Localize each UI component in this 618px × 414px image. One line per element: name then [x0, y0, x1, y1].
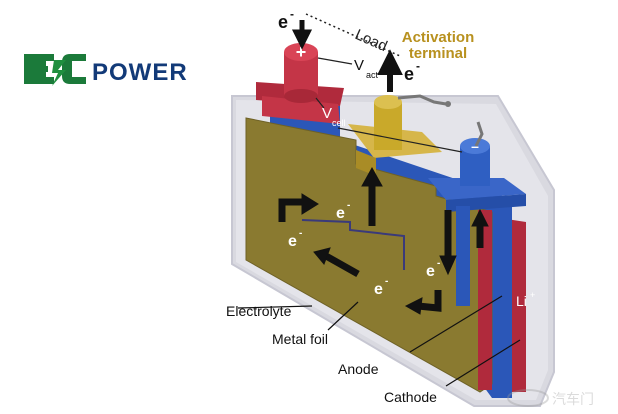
svg-text:terminal: terminal	[409, 45, 467, 62]
electron-label-c: e -	[426, 258, 440, 280]
plus-sign: +	[296, 42, 307, 62]
v-act-label: V act	[354, 57, 379, 80]
svg-text:Activation: Activation	[402, 29, 475, 46]
electron-label-d: e -	[374, 276, 388, 298]
svg-text:-: -	[290, 7, 294, 21]
svg-text:e: e	[336, 205, 345, 222]
cathode-leader	[445, 339, 521, 387]
cathode-label: Cathode	[384, 389, 437, 405]
internal-electron-arrows	[278, 166, 489, 315]
svg-text:e: e	[404, 64, 414, 84]
anode-leader	[409, 295, 503, 353]
svg-text:act: act	[366, 70, 379, 80]
watermark: 汽车门	[507, 389, 594, 407]
metal-foil-leader	[327, 301, 359, 331]
electron-label-b: e -	[288, 228, 302, 250]
svg-text:V: V	[354, 57, 364, 74]
ec-power-logo: POWER	[24, 54, 188, 86]
svg-text:+: +	[530, 290, 535, 300]
electron-out-arrow	[377, 49, 403, 92]
electrolyte-label: Electrolyte	[226, 303, 292, 319]
svg-text:-: -	[347, 200, 350, 211]
foil-tab-anode	[456, 206, 470, 306]
metal-foil-label: Metal foil	[272, 331, 328, 347]
svg-text:-: -	[416, 59, 420, 73]
logo-word: POWER	[92, 59, 188, 86]
electron-in-arrow	[291, 20, 313, 50]
v-cell-label: V cell	[322, 105, 346, 128]
minus-sign: –	[471, 138, 479, 154]
cathode-terminal: +	[256, 42, 344, 124]
svg-text:Li: Li	[516, 293, 527, 309]
electron-label-top-right: e -	[404, 59, 420, 84]
load-label: Load	[352, 26, 389, 55]
svg-text:e: e	[426, 263, 435, 280]
voltage-wires	[315, 57, 463, 153]
anode-label: Anode	[338, 361, 379, 377]
li-ion-label: Li +	[516, 290, 535, 309]
svg-text:-: -	[299, 228, 302, 239]
electrolyte-leader	[237, 305, 313, 309]
svg-text:汽车门: 汽车门	[552, 391, 594, 407]
internal-circuit	[301, 219, 405, 270]
svg-text:e: e	[288, 233, 297, 250]
foil-tab-cathode	[478, 210, 492, 390]
svg-text:cell: cell	[332, 118, 346, 128]
svg-text:e: e	[278, 12, 288, 32]
electron-label-top-left: e -	[278, 7, 294, 32]
svg-text:-: -	[385, 276, 388, 287]
svg-text:V: V	[322, 105, 332, 122]
electron-label-a: e -	[336, 200, 350, 222]
svg-text:e: e	[374, 281, 383, 298]
activation-terminal-label: Activation terminal	[402, 29, 475, 62]
svg-text:-: -	[437, 258, 440, 269]
